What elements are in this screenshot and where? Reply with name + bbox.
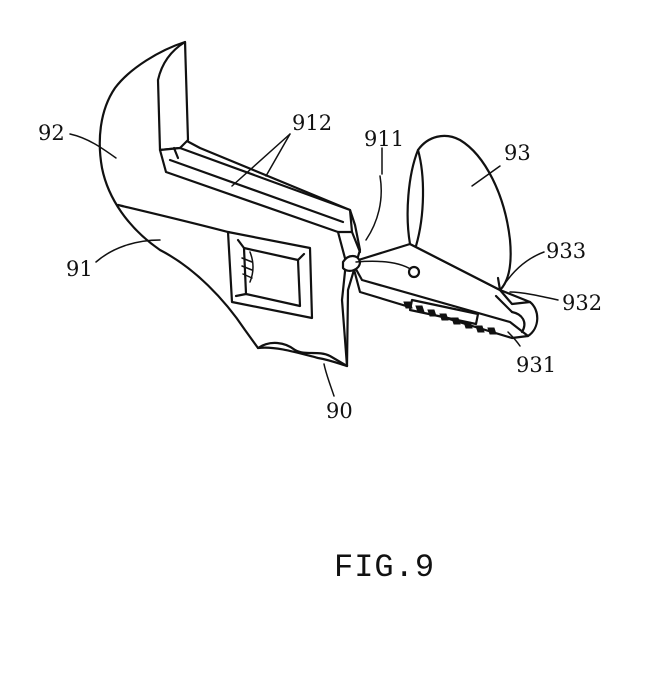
figure-caption: FIG.9 [334, 549, 435, 586]
label-932: 932 [562, 291, 602, 315]
pin-911 [341, 175, 421, 279]
label-931: 931 [516, 353, 556, 377]
rack-teeth [403, 301, 497, 335]
label-93: 93 [504, 141, 531, 165]
label-91: 91 [66, 257, 93, 281]
label-911: 911 [364, 127, 404, 151]
wrench-head [98, 40, 362, 368]
movable-jaw [406, 134, 532, 306]
label-92: 92 [38, 121, 65, 145]
worm-window [226, 230, 314, 320]
leader-lines [69, 133, 559, 397]
slide-rack [350, 242, 539, 340]
label-933: 933 [546, 239, 586, 263]
label-912: 912 [292, 111, 332, 135]
label-90: 90 [326, 399, 353, 423]
